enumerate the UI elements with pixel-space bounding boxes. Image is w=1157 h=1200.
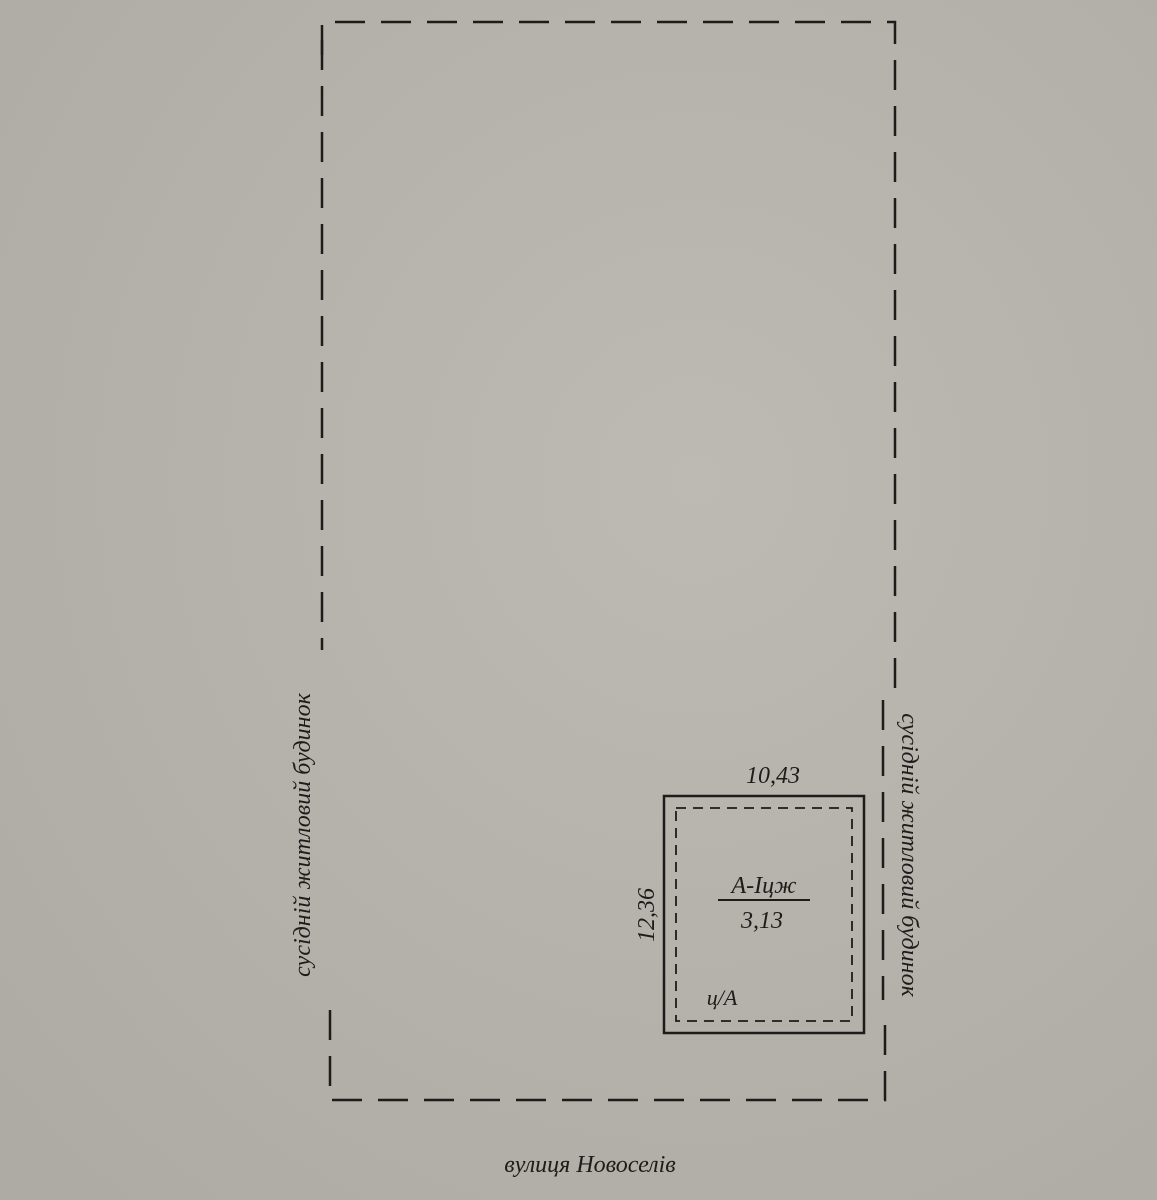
building-inner-outline — [675, 807, 853, 1022]
building-height: 3,13 — [740, 908, 783, 934]
building-code: А-Іцж — [730, 873, 797, 899]
left-neighbor-label: сусідній житловий будинок — [290, 692, 316, 976]
building-a: 10,43 12,36 А-Іцж 3,13 ц/А — [634, 763, 866, 1035]
street-label: вулиця Новоселів — [504, 1152, 675, 1178]
building-material: ц/А — [707, 985, 738, 1010]
right-neighbor-label: сусідній житловий будинок — [896, 713, 922, 997]
plot-boundary-top — [320, 20, 897, 690]
building-length-label: 12,36 — [634, 888, 660, 942]
plot-boundary-bottom — [328, 1010, 887, 1102]
building-outline — [662, 794, 866, 1035]
plot-boundary — [320, 20, 897, 1102]
building-width-label: 10,43 — [746, 763, 800, 789]
